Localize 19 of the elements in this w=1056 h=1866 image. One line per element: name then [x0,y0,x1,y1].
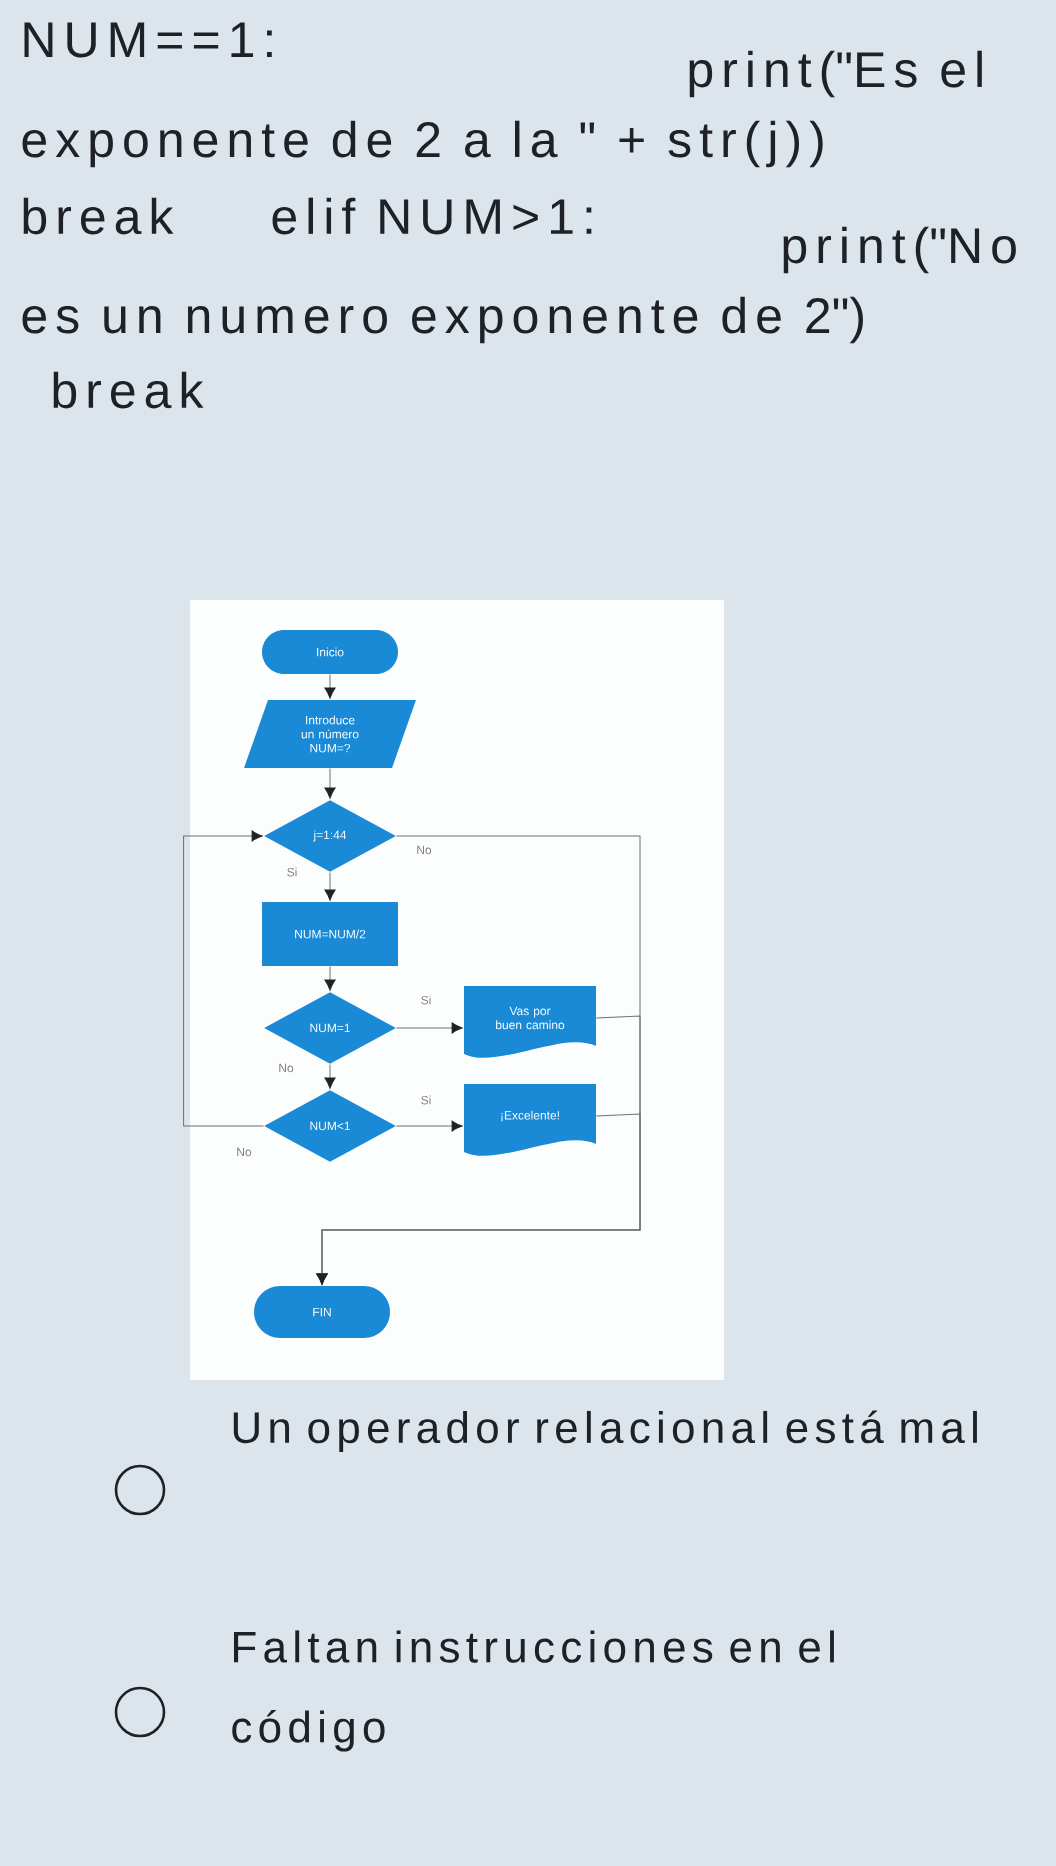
answer-option: Faltan instrucciones en el código [232,1630,834,1752]
arrow [395,1022,463,1034]
arrow [324,767,336,799]
code-text: elif NUM>1: [272,197,592,235]
arrow [324,965,336,991]
code-text: print("No [783,226,1016,274]
arrow [324,871,336,901]
code-text: break [53,371,204,409]
arrow [316,1113,641,1285]
arrow [324,1063,336,1089]
code-text: exponente de 2 a la " + str(j)) [22,120,823,168]
arrow [183,830,265,1127]
arrow [395,1120,463,1132]
answer-option: Un operador relacional está mal [233,1410,977,1452]
arrow [324,673,336,699]
code-text: break [23,197,174,235]
code-text: es un numero exponente de 2") [22,296,863,344]
code-text: print("Es el [689,50,982,98]
code-text: NUM==1: [24,22,272,58]
